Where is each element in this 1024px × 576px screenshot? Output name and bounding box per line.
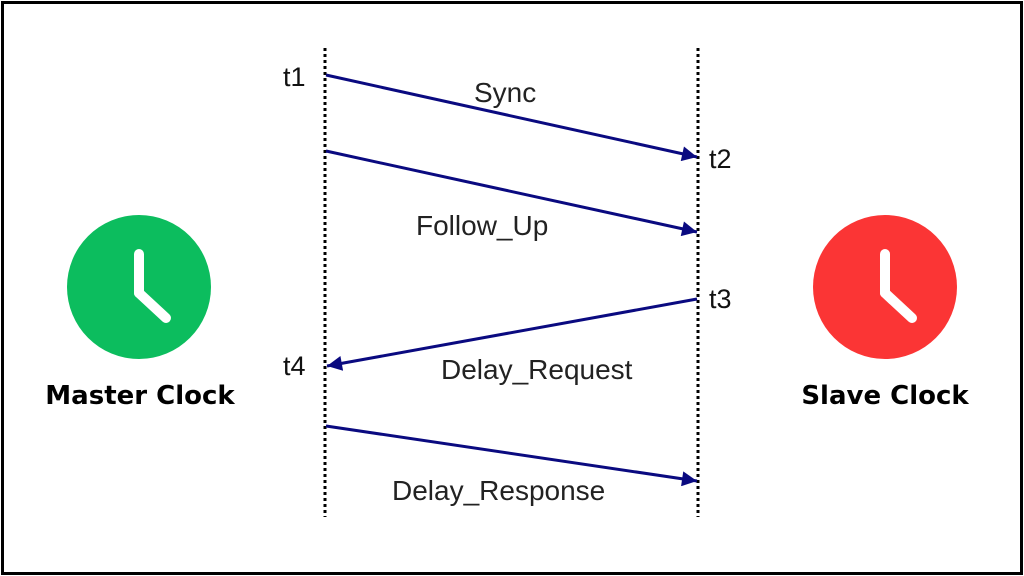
delay-request-arrow — [326, 297, 698, 371]
follow-up-arrow — [325, 149, 698, 237]
t4-label: t4 — [283, 351, 306, 381]
delay-request-label: Delay_Request — [441, 354, 633, 385]
delay-response-arrow — [325, 424, 698, 487]
t3-label: t3 — [709, 284, 732, 314]
slave-clock-label: Slave Clock — [801, 381, 969, 411]
follow-up-label: Follow_Up — [416, 210, 548, 241]
sync-label: Sync — [474, 77, 536, 108]
master-clock-label: Master Clock — [45, 381, 235, 411]
sync-arrow — [325, 73, 698, 162]
t1-label: t1 — [283, 62, 306, 92]
slave-clock-icon — [813, 215, 957, 359]
master-clock-icon — [67, 215, 211, 359]
delay-response-label: Delay_Response — [392, 475, 605, 506]
t2-label: t2 — [709, 144, 732, 174]
